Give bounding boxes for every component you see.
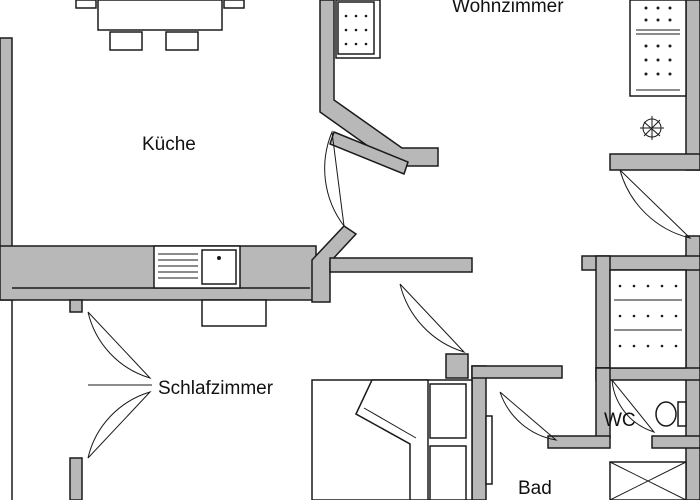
storage-room: [609, 269, 687, 369]
sofa-cushion-pattern: [644, 6, 672, 76]
dining-chair-right: [223, 0, 245, 9]
wall-kitchen-living: [319, 0, 439, 167]
wall-pillar: [445, 353, 469, 379]
toilet-tank: [677, 401, 687, 427]
wall-right-top: [685, 0, 700, 171]
door-wc: [611, 379, 656, 433]
wall-stub-angled: [329, 131, 409, 175]
dining-chair-left: [75, 0, 97, 9]
wall-living-bottom: [609, 153, 700, 171]
living-furniture: [337, 0, 687, 140]
door-bedroom-lower: [87, 390, 152, 459]
door-bedroom-upper: [87, 311, 152, 380]
dining-chair-bottom-right: [165, 31, 199, 51]
wall-wc-top: [595, 367, 700, 381]
sink-basin: [201, 249, 237, 285]
plant-icon: [640, 116, 664, 140]
wall-wc-bottom-right: [651, 435, 700, 449]
sink-drain: [217, 256, 221, 260]
living-cabinet: [337, 1, 375, 55]
dining-chair-bottom-left: [109, 31, 143, 51]
wc-fixtures: [655, 401, 687, 427]
kitchen-appliance: [201, 299, 267, 327]
room-label-bath: Bad: [518, 478, 552, 499]
sink-drainboard: [158, 253, 198, 279]
wall-storage-left: [595, 255, 611, 369]
wall-wc-bottom: [547, 435, 611, 449]
door-bath: [499, 391, 558, 441]
wall-hall-top: [329, 257, 473, 273]
door-living: [619, 169, 692, 239]
wall-bedroom-bottom-left: [69, 457, 83, 500]
toilet-icon: [655, 401, 677, 427]
wall-bath-top: [471, 365, 563, 379]
wall-storage-top: [581, 255, 700, 271]
storage-shelf: [609, 269, 687, 369]
wall-bedroom-stub: [69, 299, 83, 313]
towel-rail: [485, 415, 493, 485]
room-label-kitchen: Küche: [142, 134, 196, 155]
room-label-bedroom: Schlafzimmer: [158, 378, 274, 399]
bedroom-furniture: [311, 379, 473, 500]
sofa: [629, 0, 687, 97]
wall-bath-left: [471, 365, 487, 500]
door-kitchen: [324, 130, 345, 227]
dining-table: [97, 0, 223, 31]
bed-pillow-2: [429, 445, 467, 500]
bed-pillow-1: [429, 383, 467, 439]
bath-fixtures: [485, 415, 687, 500]
room-label-living: Wohnzimmer: [452, 0, 564, 17]
doors: [87, 130, 692, 459]
room-label-wc: WC: [604, 410, 636, 431]
door-hall: [399, 283, 466, 354]
